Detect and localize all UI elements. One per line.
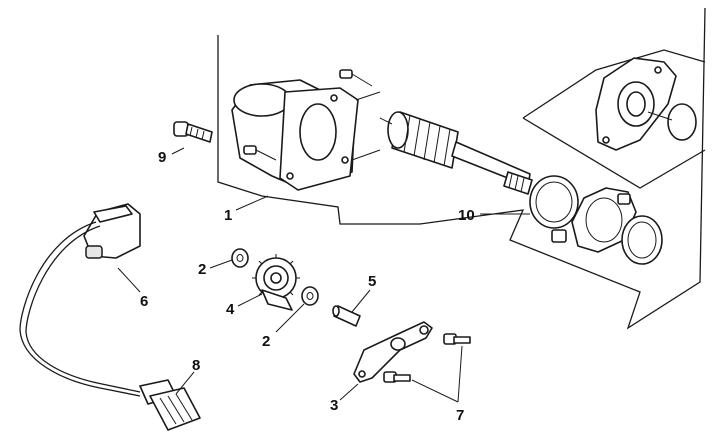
leader-2b [275,303,305,333]
callout-8: 8 [192,357,200,374]
callout-5: 5 [368,273,376,290]
end-cover [595,57,697,151]
lever-plate [353,321,433,383]
housing-screw-left [243,145,277,161]
starter-gear [252,254,300,311]
callout-3: 3 [330,397,338,414]
small-bolt-lower [383,371,411,383]
callout-1: 1 [224,207,232,224]
callout-2-lower: 2 [262,333,270,350]
small-bolt-upper [443,333,471,345]
washer-upper [231,248,249,268]
leader-8 [175,371,195,395]
leader-6 [117,267,141,293]
starter-motor-housing [231,79,381,191]
callout-9: 9 [158,149,166,166]
washer-lower [301,286,319,306]
armature [379,111,533,195]
pin [332,305,361,327]
leader-9 [171,147,185,155]
leader-lines [117,147,530,403]
leader-7b [411,379,459,403]
leader-4 [237,293,263,307]
callout-6: 6 [140,293,148,310]
leader-2a [209,259,233,269]
callout-10: 10 [458,207,475,224]
leader-7a [457,345,463,403]
leader-5 [351,289,371,313]
callout-7: 7 [456,407,464,424]
leader-1 [235,195,269,211]
leader-3 [339,383,359,401]
callout-2-upper: 2 [198,261,206,278]
ignition-coil [83,203,141,259]
assembly-outline [217,7,706,330]
brush-holder-set [529,175,663,265]
long-bolt [173,121,213,143]
callout-4: 4 [226,301,235,318]
housing-screw-top [339,69,373,87]
ht-lead-and-plug-cap [19,221,201,431]
